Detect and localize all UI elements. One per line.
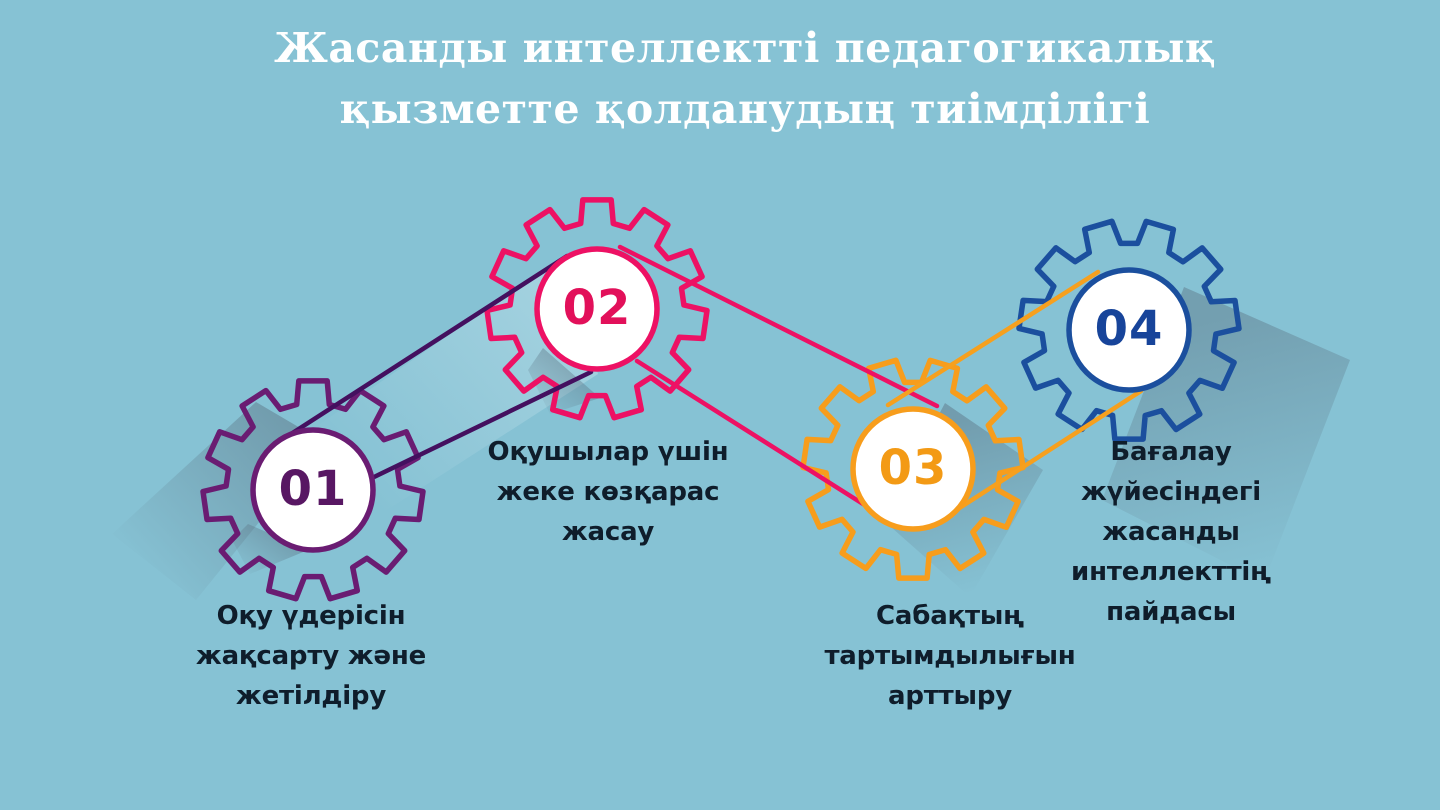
belt-02-03-line-2 (634, 358, 874, 512)
gear-03-number: 03 (878, 439, 948, 496)
gear-01-number: 01 (278, 460, 348, 517)
gear-03-label: Сабақтың тартымдылығын арттыру (824, 601, 1076, 711)
slide-title: Жасанды интеллектті педагогикалық қызмет… (274, 24, 1216, 133)
gear-02-cog-icon (484, 197, 710, 421)
belt-01-02-line-1 (274, 253, 570, 446)
belt-01-02-line-2 (369, 369, 594, 481)
belt-02-03-line-1 (617, 244, 940, 409)
gear-01-circle (250, 427, 376, 553)
belt-03-04-line-2 (944, 388, 1144, 519)
gear-03-cog-icon (800, 357, 1026, 581)
gear-02-number: 02 (562, 279, 632, 336)
gear-04-circle (1066, 267, 1192, 393)
gear-01-label: Оқу үдерісін жақсарту және жетілдіру (195, 601, 427, 711)
gear-04-number: 04 (1094, 300, 1164, 357)
gear-02-shadow-wedge (528, 348, 600, 414)
gear-02-label: Оқушылар үшін жеке көзқарас жасау (487, 437, 729, 547)
gear-04-cog-icon (1016, 218, 1242, 442)
gear-04-label: Бағалау жүйесіндегі жасанды интеллекттің… (1071, 437, 1271, 627)
gears-and-belts (200, 197, 1242, 602)
gear-03-circle (850, 406, 976, 532)
gear-02-circle (534, 246, 660, 372)
gear-01-cog-icon (200, 378, 426, 602)
belt-03-04-line-1 (885, 269, 1101, 408)
